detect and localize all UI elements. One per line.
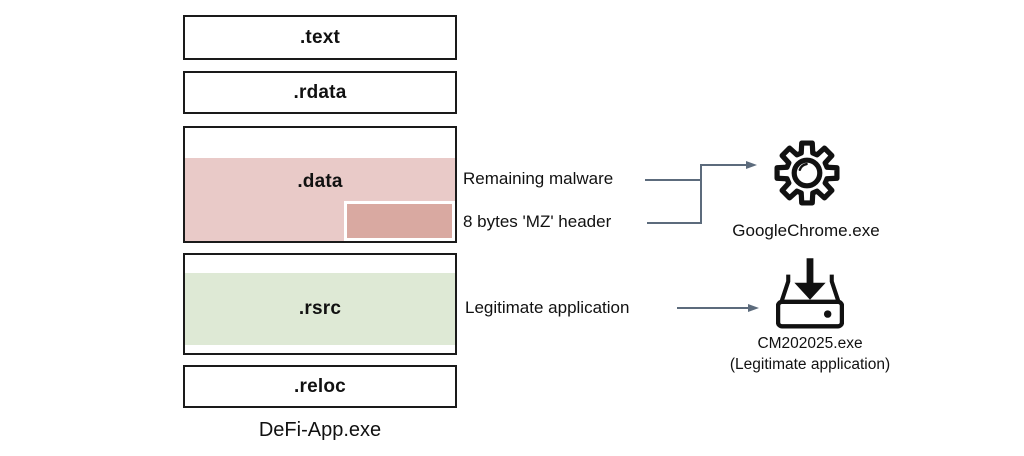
legitimate-app-fill: .rsrc [185,273,455,345]
section-box-rdata: .rdata [183,71,457,114]
section-box-text: .text [183,15,457,60]
remaining-malware-fill: .data [185,158,455,241]
annotation-mz-header: 8 bytes 'MZ' header [463,212,612,231]
arrow-line-to-install [677,307,749,309]
install-target-sublabel: (Legitimate application) [729,356,891,373]
connector-line-malware [645,179,702,181]
arrow-head-to-install [748,303,759,312]
section-box-rsrc: .rsrc [183,253,457,355]
connector-line-mz [647,222,702,224]
mz-header-region [344,201,455,241]
section-label-rdata: .rdata [293,81,347,103]
software-install-icon [776,258,844,329]
section-box-reloc: .reloc [183,365,457,408]
section-label-text: .text [299,26,341,48]
annotation-legitimate-application: Legitimate application [465,298,630,317]
section-label-rsrc: .rsrc [298,298,342,319]
section-box-data: .data [183,126,457,243]
arrow-line-to-gear [700,164,747,166]
gear-icon [774,140,840,206]
annotation-remaining-malware: Remaining malware [463,169,614,188]
arrow-head-to-gear [746,160,757,169]
connector-bracket-vertical [700,164,702,224]
gear-target-label: GoogleChrome.exe [732,221,880,240]
file-caption: DeFi-App.exe [258,419,382,441]
install-target-label: CM202025.exe [757,335,863,352]
section-label-reloc: .reloc [294,375,346,397]
section-label-data: .data [297,171,343,192]
